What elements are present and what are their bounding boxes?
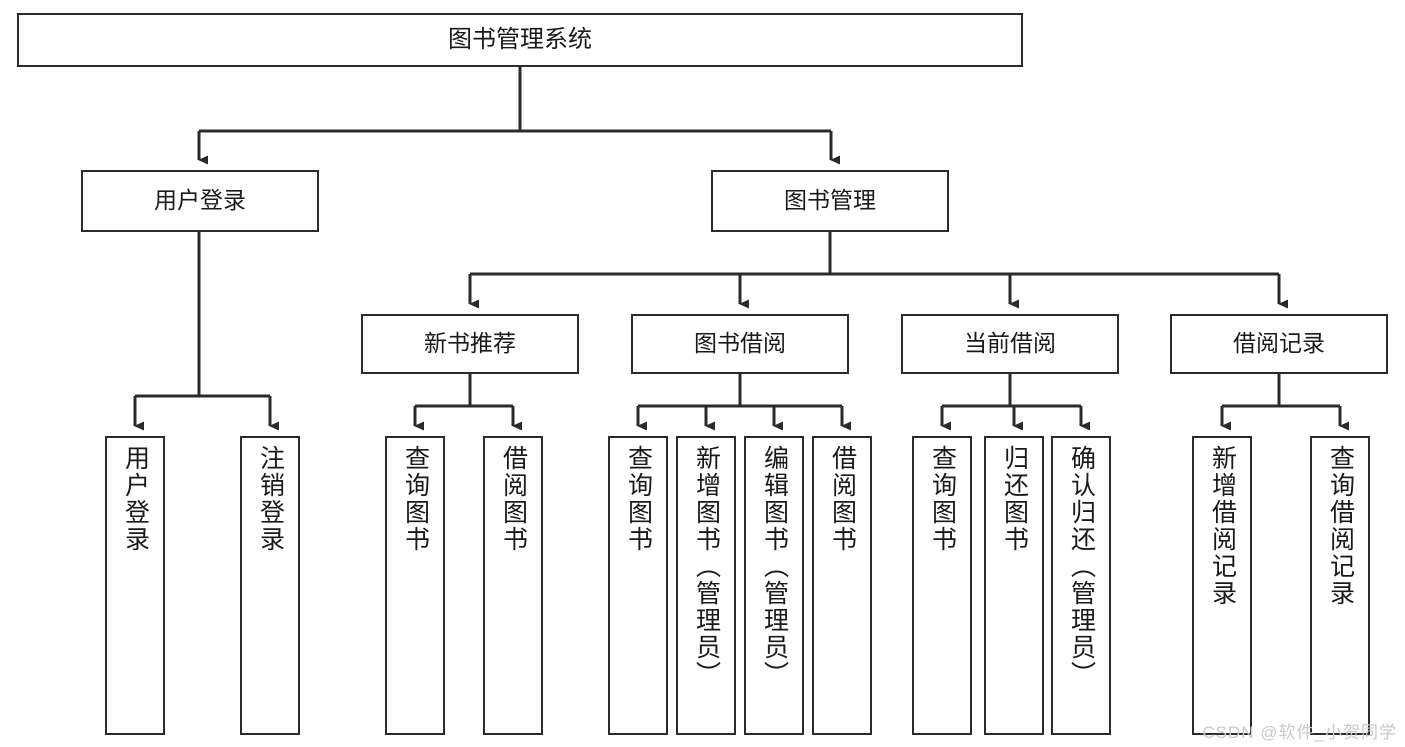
node-leaf-1[interactable]: 注销登录 — [240, 436, 300, 735]
node-label: 用户登录 — [121, 445, 150, 553]
node-level3-0[interactable]: 新书推荐 — [361, 314, 579, 374]
node-label: 查询借阅记录 — [1326, 445, 1355, 607]
node-label: 注销登录 — [256, 445, 285, 553]
node-label: 用户登录 — [154, 187, 246, 214]
node-level3-1[interactable]: 图书借阅 — [631, 314, 849, 374]
node-label: 查询图书 — [401, 445, 430, 553]
node-level2-0[interactable]: 用户登录 — [81, 170, 319, 232]
node-label: 新书推荐 — [424, 330, 516, 357]
node-label: 查询图书 — [928, 445, 957, 553]
node-label: 图书管理系统 — [448, 25, 592, 53]
node-label: 确认归还（管理员） — [1067, 445, 1096, 688]
node-label: 新增借阅记录 — [1208, 445, 1237, 607]
node-leaf-6[interactable]: 编辑图书（管理员） — [744, 436, 804, 735]
node-level2-1[interactable]: 图书管理 — [711, 170, 949, 232]
node-leaf-4[interactable]: 查询图书 — [608, 436, 668, 735]
node-label: 图书管理 — [784, 187, 876, 214]
node-leaf-2[interactable]: 查询图书 — [385, 436, 445, 735]
watermark-text: CSDN @软件_小贺同学 — [1202, 723, 1397, 742]
node-leaf-12[interactable]: 查询借阅记录 — [1310, 436, 1370, 735]
node-label: 图书借阅 — [694, 330, 786, 357]
node-label: 借阅记录 — [1233, 330, 1325, 357]
node-leaf-3[interactable]: 借阅图书 — [483, 436, 543, 735]
node-leaf-10[interactable]: 确认归还（管理员） — [1051, 436, 1111, 735]
node-leaf-9[interactable]: 归还图书 — [984, 436, 1044, 735]
node-label: 当前借阅 — [964, 330, 1056, 357]
node-level3-3[interactable]: 借阅记录 — [1170, 314, 1388, 374]
node-label: 借阅图书 — [828, 445, 857, 553]
node-label: 查询图书 — [624, 445, 653, 553]
node-label: 借阅图书 — [499, 445, 528, 553]
node-level3-2[interactable]: 当前借阅 — [901, 314, 1119, 374]
node-leaf-7[interactable]: 借阅图书 — [812, 436, 872, 735]
node-label: 归还图书 — [1000, 445, 1029, 553]
node-root[interactable]: 图书管理系统 — [17, 13, 1023, 67]
node-leaf-0[interactable]: 用户登录 — [105, 436, 165, 735]
node-label: 编辑图书（管理员） — [760, 445, 789, 688]
node-leaf-5[interactable]: 新增图书（管理员） — [676, 436, 736, 735]
node-label: 新增图书（管理员） — [692, 445, 721, 688]
node-leaf-11[interactable]: 新增借阅记录 — [1192, 436, 1252, 735]
node-leaf-8[interactable]: 查询图书 — [912, 436, 972, 735]
